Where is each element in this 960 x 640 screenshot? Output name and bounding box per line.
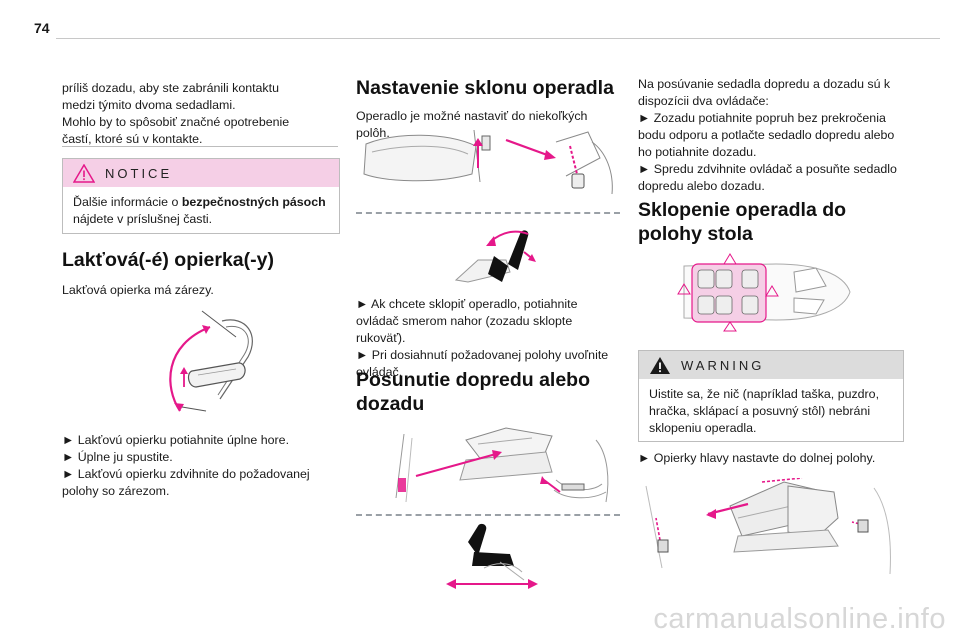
intro-paragraph: príliš dozadu, aby ste zabránili kontakt… <box>62 81 290 146</box>
fold-heading: Sklopenie operadla do polohy stola <box>638 199 847 245</box>
warning-triangle-icon <box>650 356 670 374</box>
seat-slide-controls-illustration <box>395 427 609 503</box>
notice-box: NOTICE Ďalšie informácie o bezpečnostnýc… <box>62 158 340 234</box>
seat-slide-illustration <box>446 523 538 589</box>
warning-text: Uistite sa, že nič (napríklad taška, puz… <box>649 387 880 435</box>
seat-recline-lever-illustration <box>363 129 613 195</box>
notice-title: NOTICE <box>105 165 173 181</box>
section-divider <box>62 146 338 147</box>
recline-steps: ► Ak chcete sklopiť operadlo, potiahnite… <box>356 297 609 379</box>
notice-header: NOTICE <box>63 159 339 187</box>
slide-instructions: Na posúvanie sedadla dopredu a dozadu sú… <box>638 77 897 193</box>
slide-heading: Posunutie dopredu alebo dozadu <box>356 369 591 415</box>
warning-title: WARNING <box>681 357 765 373</box>
headrest-instruction: ► Opierky hlavy nastavte do dolnej poloh… <box>638 451 876 465</box>
figure-divider <box>356 212 620 214</box>
notice-text: Ďalšie informácie o bezpečnostných pásoc… <box>73 195 326 226</box>
caution-triangle-icon <box>73 163 95 183</box>
table-position-layout-illustration <box>677 253 851 332</box>
header-divider <box>56 38 940 39</box>
fold-backrest-illustration <box>645 478 891 575</box>
recline-heading: Nastavenie sklonu operadla <box>356 77 614 99</box>
figure-divider <box>356 514 620 516</box>
recline-intro: Operadlo je možné nastaviť do niekoľkých… <box>356 109 588 140</box>
slide-section: Posunutie dopredu alebo dozadu <box>356 368 620 416</box>
warning-header: WARNING <box>639 351 903 379</box>
backrest-recline-illustration <box>454 230 536 283</box>
armrest-illustration <box>169 310 253 412</box>
warning-box: WARNING Uistite sa, že nič (napríklad ta… <box>638 350 904 442</box>
column-left: príliš dozadu, aby ste zabránili kontakt… <box>62 80 338 148</box>
armrest-intro: Lakťová opierka má zárezy. <box>62 283 214 297</box>
recline-section: Nastavenie sklonu operadla Operadlo je m… <box>356 76 620 142</box>
armrest-section: Lakťová(-é) opierka(-y) Lakťová opierka … <box>62 248 338 299</box>
fold-section: Sklopenie operadla do polohy stola <box>638 198 904 246</box>
armrest-steps: ► Lakťovú opierku potiahnite úplne hore.… <box>62 433 310 498</box>
armrest-heading: Lakťová(-é) opierka(-y) <box>62 249 274 271</box>
watermark: carmanualsonline.info <box>653 603 946 635</box>
page-number: 74 <box>34 20 50 36</box>
